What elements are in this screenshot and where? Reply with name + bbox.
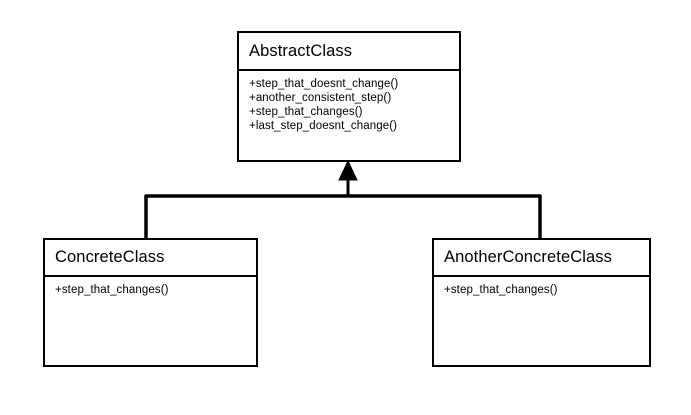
class-header-abstractclass: AbstractClass: [239, 33, 459, 71]
class-members-anotherconcreteclass: +step_that_changes(): [434, 277, 649, 365]
class-box-abstractclass[interactable]: AbstractClass +step_that_doesnt_change()…: [237, 31, 461, 162]
class-header-concreteclass: ConcreteClass: [45, 240, 256, 277]
class-member: +another_consistent_step(): [249, 92, 392, 104]
class-member: +step_that_changes(): [249, 106, 363, 118]
class-name-concreteclass: ConcreteClass: [55, 248, 165, 266]
class-member: +step_that_changes(): [444, 284, 558, 296]
class-name-anotherconcreteclass: AnotherConcreteClass: [444, 248, 612, 266]
inheritance-arrowhead-icon: [338, 159, 358, 181]
class-box-concreteclass[interactable]: ConcreteClass +step_that_changes(): [43, 238, 258, 367]
class-header-anotherconcreteclass: AnotherConcreteClass: [434, 240, 649, 277]
class-member: +last_step_doesnt_change(): [249, 120, 398, 132]
class-name-abstractclass: AbstractClass: [249, 41, 353, 60]
class-members-concreteclass: +step_that_changes(): [45, 277, 256, 365]
class-member: +step_that_doesnt_change(): [249, 78, 399, 90]
class-member: +step_that_changes(): [55, 284, 169, 296]
class-members-abstractclass: +step_that_doesnt_change() +another_cons…: [239, 71, 459, 160]
class-box-anotherconcreteclass[interactable]: AnotherConcreteClass +step_that_changes(…: [432, 238, 651, 367]
